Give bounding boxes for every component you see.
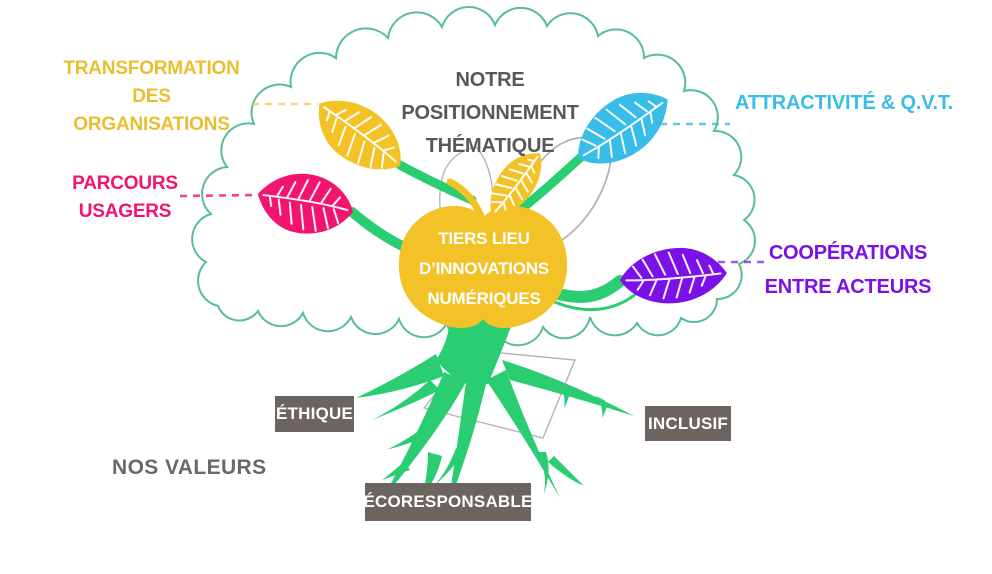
theme-label-parcours: PARCOURS USAGERS: [55, 170, 195, 226]
transformation-line-1: TRANSFORMATION DES: [63, 58, 240, 107]
cooperations-line-2: ENTRE ACTEURS: [764, 276, 932, 298]
diagram-title: NOTRE POSITIONNEMENT THÉMATIQUE: [370, 64, 610, 163]
values-heading: NOS VALEURS: [112, 456, 267, 479]
parcours-line-2: USAGERS: [78, 201, 172, 222]
apple-line-2: D’INNOVATIONS: [419, 259, 549, 278]
apple-shape: [398, 205, 568, 329]
apple-line-1: TIERS LIEU: [438, 229, 530, 248]
title-line-2: THÉMATIQUE: [425, 135, 555, 157]
theme-label-transformation: TRANSFORMATION DES ORGANISATIONS: [44, 55, 259, 139]
value-badge-inclusif: INCLUSIF: [645, 406, 731, 441]
theme-label-cooperations: COOPÉRATIONS ENTRE ACTEURS: [748, 236, 948, 304]
attractivite-line-1: ATTRACTIVITÉ & Q.V.T.: [735, 92, 954, 114]
parcours-line-1: PARCOURS: [72, 173, 178, 194]
theme-label-attractivite: ATTRACTIVITÉ & Q.V.T.: [735, 92, 991, 115]
apple-label: TIERS LIEU D’INNOVATIONS NUMÉRIQUES: [404, 224, 564, 314]
value-badge-ethique: ÉTHIQUE: [275, 396, 354, 432]
apple-stem: [446, 178, 485, 220]
transformation-line-2: ORGANISATIONS: [73, 114, 230, 135]
value-badge-ecoresponsable: ÉCORESPONSABLE: [363, 483, 532, 521]
title-line-1: NOTRE POSITIONNEMENT: [401, 69, 579, 124]
cooperations-line-1: COOPÉRATIONS: [768, 242, 928, 264]
apple-line-3: NUMÉRIQUES: [427, 289, 541, 308]
